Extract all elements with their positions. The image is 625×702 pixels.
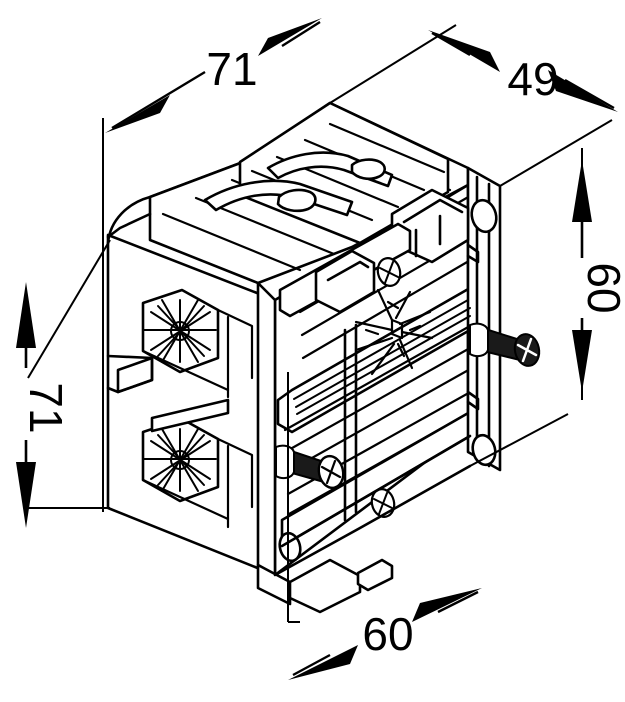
membrane-entry-upper — [143, 299, 217, 363]
flange-notch-upper — [466, 243, 480, 264]
dim-arrow-60-right-down — [572, 330, 592, 392]
screw-right-collar — [469, 322, 489, 358]
left-upper-chamfer — [106, 212, 152, 239]
bottom-foot-center — [288, 558, 362, 614]
dimension-label-71-left: 71 — [20, 382, 72, 433]
dim-arrow-60-right-up — [572, 160, 592, 222]
dim-line-60-bottom-b — [437, 590, 479, 614]
top-right-bracket-inner — [402, 198, 464, 224]
dim-line-71-top-b — [281, 20, 321, 48]
device-mounting-box-geometry — [106, 101, 541, 614]
interior-seam-lines — [293, 299, 471, 415]
lid-latch-tab-front — [203, 179, 354, 217]
ext-line-top-left-diagonal — [27, 239, 111, 379]
screw-right-cross-slot — [516, 337, 538, 363]
lid-hinge-block — [314, 249, 376, 314]
screw-lower-cross-slot — [320, 459, 342, 485]
ext-line-top-apex-diagonal — [329, 24, 457, 104]
fixing-screw-lower — [275, 444, 345, 490]
dimension-label-49: 49 — [507, 53, 558, 105]
dimension-label-60-right: 60 — [578, 262, 625, 313]
dim-arrow-60-bottom-right — [412, 588, 482, 622]
membrane-entry-lower — [143, 428, 217, 492]
latch-bump-b — [350, 158, 386, 181]
left-face-ribs — [141, 308, 254, 529]
dim-arrow-71-left-up — [16, 282, 36, 348]
body-lower-edge — [273, 464, 472, 577]
bottom-foot-left — [256, 563, 292, 606]
dim-arrow-71-top-right — [258, 18, 322, 56]
flange-notch-lower — [466, 390, 480, 411]
screw-head-lower-shelf — [370, 488, 396, 518]
dim-arrow-71-left-down — [16, 462, 36, 528]
dimension-width-bottom: 60 — [288, 588, 482, 680]
ext-line-top-right-diagonal — [499, 119, 613, 187]
dim-line-49-b — [564, 78, 615, 110]
fixing-slot-bottom — [471, 433, 497, 467]
fixing-screw-right — [469, 322, 541, 367]
lid-latch-tab-rear — [266, 151, 394, 188]
left-front-post — [256, 281, 277, 577]
dimension-height-left: 71 — [16, 282, 72, 528]
latch-bump-a — [276, 188, 317, 213]
fixing-slot-top — [470, 198, 498, 234]
dim-line-49-a — [431, 31, 471, 57]
lid-hinge-block-inner — [326, 260, 370, 282]
left-face-ledge — [106, 354, 154, 394]
dim-arrow-60-bottom-left — [288, 645, 358, 680]
left-face-slot-lower — [150, 398, 230, 433]
dimension-width-top-right: 49 — [428, 30, 618, 112]
dim-line-71-top-a — [111, 70, 206, 130]
fixing-slot-bottom-left — [278, 531, 302, 563]
ext-line-bottom-right-diagonal — [469, 413, 569, 467]
body-lower-edge-2 — [280, 434, 472, 548]
bottom-tab — [356, 558, 394, 592]
dimension-depth-top-left: 71 — [105, 18, 322, 133]
screw-lower-collar — [275, 444, 295, 480]
extension-lines — [27, 24, 613, 623]
dimension-height-right: 60 — [572, 160, 625, 392]
screw-head-upper-shelf — [376, 257, 402, 287]
dim-arrow-49-right — [548, 70, 618, 112]
dimension-label-71-top: 71 — [206, 43, 257, 95]
dim-line-60-bottom-a — [292, 653, 331, 677]
dim-arrow-71-top-left — [105, 95, 170, 133]
dimension-label-60-bottom: 60 — [362, 608, 413, 660]
dim-arrow-49-left — [428, 30, 500, 72]
